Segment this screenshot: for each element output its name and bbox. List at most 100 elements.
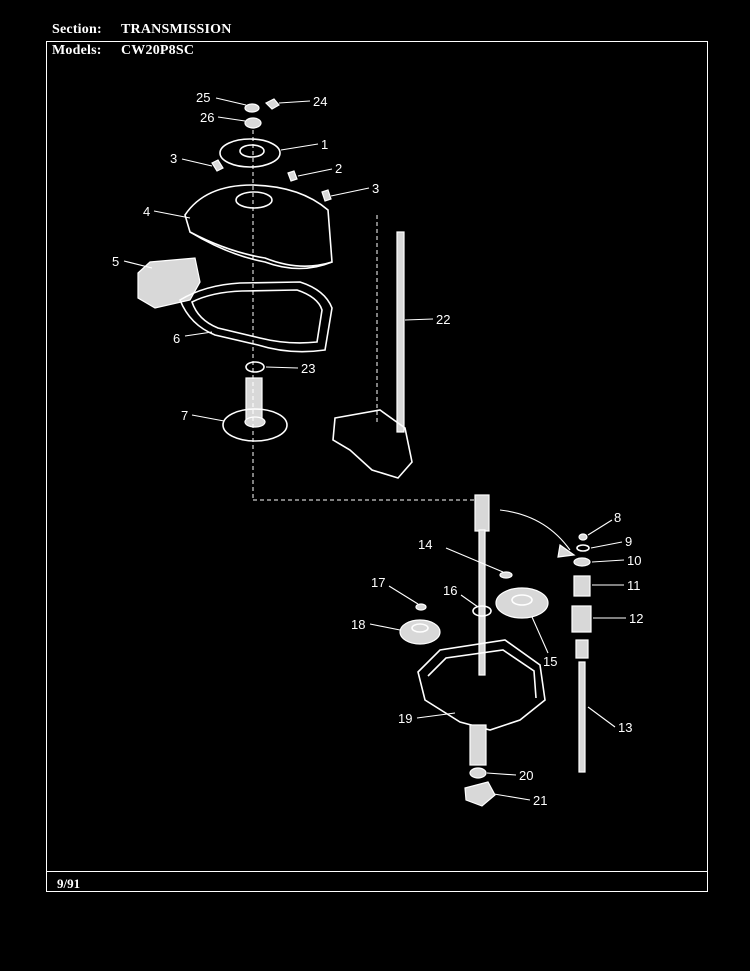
part-1-ring-hole: [239, 144, 265, 158]
leader-4: [153, 210, 191, 219]
leader-6: [184, 331, 213, 337]
leader-18: [369, 623, 401, 631]
part-11-bushing: [573, 575, 591, 597]
part-22-lever: [332, 409, 413, 479]
agitator-shaft: [478, 529, 486, 676]
part-26-seal: [244, 117, 262, 129]
callout-12: 12: [629, 611, 643, 626]
callout-6: 6: [173, 331, 180, 346]
part-8-clip: [578, 533, 588, 541]
leader-25: [215, 97, 247, 106]
callout-8: 8: [614, 510, 621, 525]
callout-23: 23: [301, 361, 315, 376]
part-7-hub: [244, 416, 266, 428]
callout-17: 17: [371, 575, 385, 590]
leader-10: [591, 559, 625, 563]
part-15-gear-hub: [511, 594, 533, 606]
part-23-o-ring: [245, 361, 265, 373]
leader-19: [416, 712, 456, 719]
leader-5: [123, 260, 153, 269]
callout-25: 25: [196, 90, 210, 105]
leader-7: [191, 414, 225, 422]
part-9-washer: [576, 544, 590, 552]
callout-26: 26: [200, 110, 214, 125]
leader-2: [297, 168, 333, 177]
callout-3-left: 3: [170, 151, 177, 166]
leader-1: [280, 143, 319, 151]
diagram-frame: [46, 41, 708, 892]
part-22-rod: [396, 231, 405, 433]
section-title: TRANSMISSION: [121, 22, 232, 37]
part-15-gear: [495, 587, 549, 619]
callout-3-right: 3: [372, 181, 379, 196]
part-3-screw-left: [211, 159, 224, 172]
callout-10: 10: [627, 553, 641, 568]
model-number: CW20P8SC: [121, 43, 195, 58]
part-19-shaft: [469, 724, 487, 766]
leader-14: [445, 547, 504, 573]
part-1-ring: [219, 138, 281, 168]
part-19-case: [417, 639, 546, 731]
leader-23: [265, 366, 299, 369]
part-7-flange: [222, 408, 288, 442]
transfer-arrowhead: [557, 543, 576, 558]
part-13-shaft: [578, 661, 586, 773]
part-16-washer: [472, 605, 492, 617]
part-2-screw: [287, 170, 298, 182]
part-13-coupler: [575, 639, 589, 659]
part-21-nut: [464, 781, 496, 807]
callout-7: 7: [181, 408, 188, 423]
callout-13: 13: [618, 720, 632, 735]
callout-4: 4: [143, 204, 150, 219]
callout-21: 21: [533, 793, 547, 808]
leader-17: [388, 585, 419, 605]
callout-14: 14: [418, 537, 432, 552]
leader-15: [531, 616, 549, 654]
part-4-cover: [184, 184, 333, 267]
revision-date: 9/91: [57, 876, 81, 891]
transfer-arrow: [499, 509, 571, 551]
part-6-gasket: [179, 281, 333, 353]
leader-22: [404, 318, 434, 321]
part-3-screw-right: [321, 189, 332, 202]
section-label: Section:: [52, 22, 102, 37]
callout-11: 11: [627, 578, 641, 593]
callout-16: 16: [443, 583, 457, 598]
callout-5: 5: [112, 254, 119, 269]
leader-8: [587, 519, 613, 536]
part-18-gear-hub: [411, 623, 429, 633]
leader-21: [493, 793, 531, 801]
leader-9: [590, 541, 623, 549]
part-14-washer: [499, 571, 513, 579]
callout-19: 19: [398, 711, 412, 726]
leader-26: [217, 116, 246, 122]
callout-9: 9: [625, 534, 632, 549]
leader-3-left: [181, 158, 213, 167]
leader-13: [587, 706, 616, 728]
part-4-cover-boss: [235, 191, 273, 209]
part-5-bracket: [137, 257, 201, 309]
callout-1: 1: [321, 137, 328, 152]
part-6-gasket-inner: [191, 289, 323, 344]
part-10-washer: [573, 557, 591, 567]
part-12-spring: [571, 605, 592, 633]
part-17-clip: [415, 603, 427, 611]
leader-3-right: [330, 187, 370, 197]
callout-2: 2: [335, 161, 342, 176]
leader-16: [460, 594, 479, 608]
part-7-shaft: [245, 377, 263, 421]
part-24-screw: [264, 98, 280, 110]
footer-divider: [46, 871, 708, 872]
callout-15: 15: [543, 654, 557, 669]
part-20-bearing: [469, 767, 487, 779]
models-label: Models:: [52, 43, 102, 58]
leader-20: [486, 772, 517, 776]
callout-20: 20: [519, 768, 533, 783]
part-25-washer: [244, 103, 260, 113]
shaft-spline-top: [474, 494, 490, 532]
leader-24: [278, 100, 311, 104]
part-19-case-inner: [427, 649, 537, 699]
callout-22: 22: [436, 312, 450, 327]
